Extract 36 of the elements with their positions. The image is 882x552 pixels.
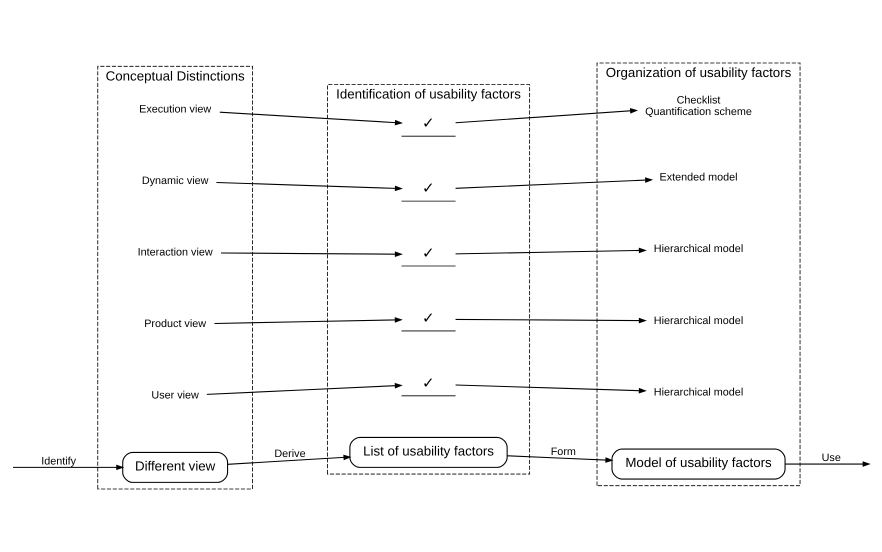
arrow bbox=[228, 454, 352, 465]
arrow bbox=[214, 317, 403, 324]
edge-label: Identify bbox=[41, 455, 76, 468]
node-text: ✓ bbox=[422, 180, 436, 198]
node-text: Checklist Quantification scheme bbox=[645, 94, 752, 118]
node-text: ✓ bbox=[422, 115, 436, 132]
arrow bbox=[220, 251, 403, 257]
node-text: Hierarchical model bbox=[654, 386, 744, 398]
arrow bbox=[785, 461, 871, 467]
arrow bbox=[216, 182, 403, 192]
node-box: List of usability factors bbox=[349, 436, 508, 468]
node-text: ✓ bbox=[422, 310, 436, 327]
arrow bbox=[456, 384, 647, 394]
node-text: Hierarchical model bbox=[654, 314, 744, 327]
edge-label: Use bbox=[822, 452, 841, 464]
arrow bbox=[206, 382, 403, 395]
node-box: Different view bbox=[122, 452, 228, 483]
arrow bbox=[456, 108, 638, 124]
arrow bbox=[13, 464, 124, 470]
node-text: Hierarchical model bbox=[654, 243, 744, 256]
node-text: Interaction view bbox=[138, 246, 213, 259]
node-text: Execution view bbox=[139, 103, 212, 116]
node-text: ✓ bbox=[422, 245, 436, 262]
node-box: Model of usability factors bbox=[611, 448, 786, 480]
arrow bbox=[456, 318, 647, 324]
node-text: Dynamic view bbox=[142, 174, 208, 187]
arrow bbox=[456, 248, 647, 254]
edge-label: Derive bbox=[274, 448, 306, 460]
edge-label: Form bbox=[550, 446, 576, 458]
node-text: Extended model bbox=[660, 172, 738, 184]
node-text: User view bbox=[151, 390, 199, 402]
arrow bbox=[507, 455, 614, 463]
arrow bbox=[456, 177, 654, 189]
node-text: ✓ bbox=[422, 374, 436, 392]
node-text: Product view bbox=[144, 318, 206, 330]
arrow bbox=[220, 112, 403, 126]
